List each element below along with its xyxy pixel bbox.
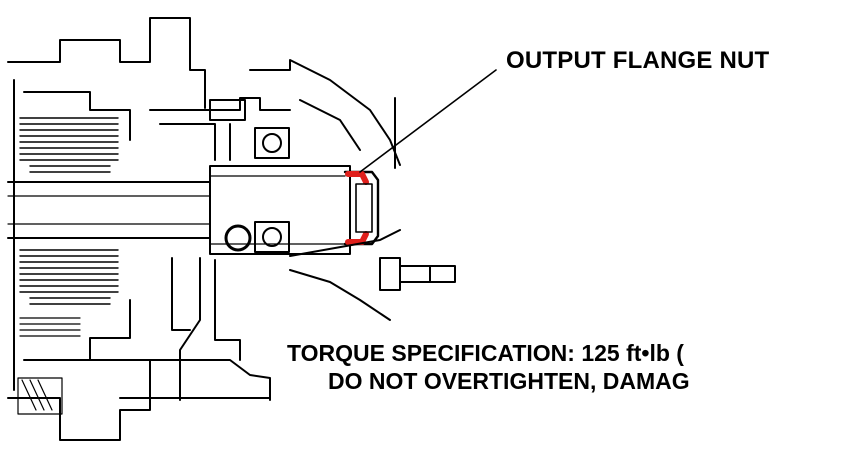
upper-bearing xyxy=(254,127,290,159)
main-shaft xyxy=(7,165,351,255)
lower-bearing xyxy=(224,221,290,253)
extension-housing-upper xyxy=(249,59,401,169)
output-flange-nut xyxy=(343,170,380,246)
clutch-housing-outline xyxy=(7,17,206,441)
torque-specification-text: TORQUE SPECIFICATION: 125 ft•lb ( xyxy=(287,340,684,366)
extension-housing-lower xyxy=(289,229,456,321)
hatched-section-lower-left xyxy=(17,317,81,415)
callout-leader-line xyxy=(359,69,497,173)
output-flange-nut-label: OUTPUT FLANGE NUT xyxy=(506,47,770,74)
center-housing-wall xyxy=(149,97,291,401)
clutch-plates-upper xyxy=(19,117,119,173)
lower-case-outline xyxy=(79,359,271,401)
clutch-plates-lower xyxy=(19,249,119,305)
overtighten-warning-text: DO NOT OVERTIGHTEN, DAMAG xyxy=(328,368,690,394)
